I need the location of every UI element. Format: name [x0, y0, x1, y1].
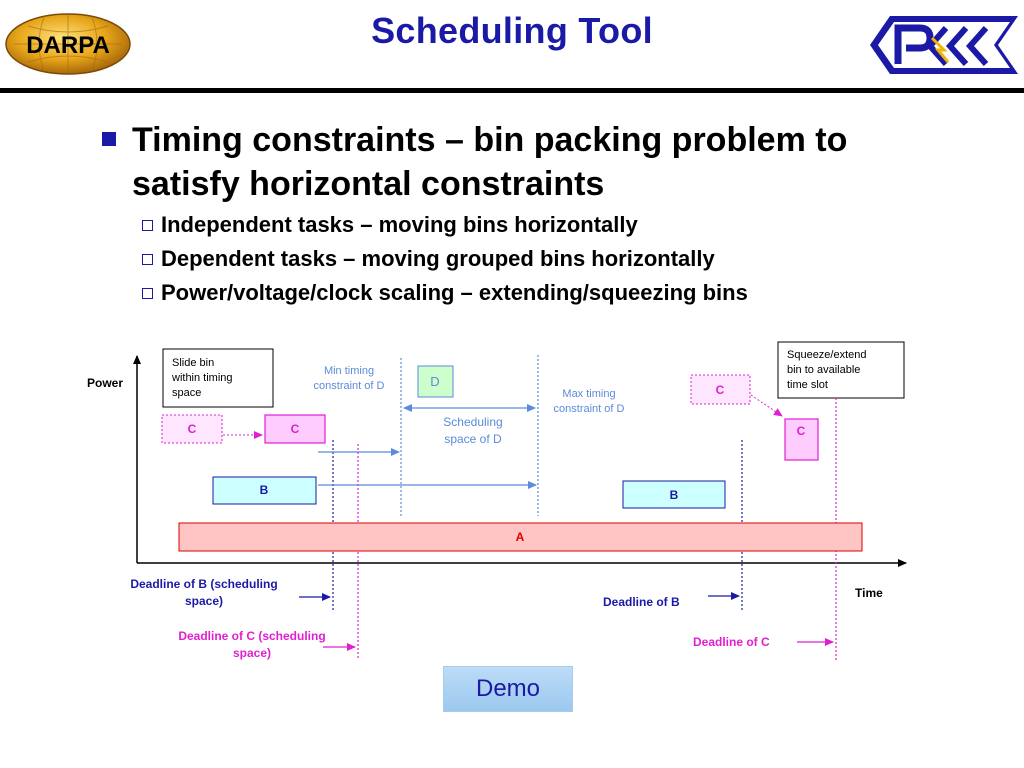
bin-label: C [188, 422, 197, 436]
sub-bullet: Dependent tasks – moving grouped bins ho… [142, 246, 715, 272]
hollow-square-bullet-icon [142, 254, 153, 265]
bin-c-ghost-right: C [690, 374, 751, 405]
pacc-logo [870, 16, 1018, 74]
main-bullet: Timing constraints – bin packing problem… [102, 118, 962, 206]
min-timing-label: Min timing [324, 365, 374, 377]
callout-line: space [172, 387, 201, 399]
bin-label: C [716, 383, 725, 397]
deadline-b-label: Deadline of B [603, 595, 680, 609]
deadline-b-space-label: space) [185, 594, 223, 608]
demo-button[interactable]: Demo [443, 666, 573, 712]
callout-line: time slot [787, 379, 828, 391]
slide-title: Scheduling Tool [371, 10, 653, 51]
squeeze-bin-callout: Squeeze/extend bin to available time slo… [777, 341, 905, 399]
bin-label: B [670, 488, 679, 502]
hollow-square-bullet-icon [142, 288, 153, 299]
sub-bullet: Power/voltage/clock scaling – extending/… [142, 280, 748, 306]
callout-line: within timing [171, 372, 233, 384]
bin-a: A [178, 522, 863, 552]
deadline-c-space-label: space) [233, 646, 271, 660]
bin-b-right: B [622, 480, 726, 509]
deadline-c-label: Deadline of C [693, 635, 770, 649]
scheduling-space-label: space of D [444, 432, 502, 446]
scheduling-space-label: Scheduling [443, 415, 502, 429]
sub-bullet-text: Power/voltage/clock scaling – extending/… [161, 280, 748, 305]
callout-line: bin to available [787, 364, 860, 376]
callout-line: Slide bin [172, 357, 214, 369]
y-axis-label: Power [87, 376, 123, 390]
sub-bullet: Independent tasks – moving bins horizont… [142, 212, 638, 238]
deadline-b-space-label: Deadline of B (scheduling [130, 577, 277, 591]
title-divider [0, 88, 1024, 93]
bin-label: B [260, 483, 269, 497]
sub-bullet-text: Independent tasks – moving bins horizont… [161, 212, 638, 237]
callout-line: Squeeze/extend [787, 349, 867, 361]
deadline-c-space-label: Deadline of C (scheduling [178, 629, 325, 643]
sub-bullet-text: Dependent tasks – moving grouped bins ho… [161, 246, 715, 271]
bin-c-left: C [264, 414, 326, 444]
main-bullet-text: Timing constraints – bin packing problem… [132, 121, 848, 203]
x-axis-label: Time [855, 586, 883, 600]
bin-c-right: C [784, 418, 819, 461]
max-timing-label: Max timing [562, 388, 615, 400]
bin-c-ghost-left: C [161, 414, 223, 444]
slide-bin-callout: Slide bin within timing space [162, 348, 274, 408]
min-timing-label: constraint of D [314, 380, 385, 392]
bin-d: D [417, 365, 454, 398]
square-bullet-icon [102, 132, 116, 146]
max-timing-label: constraint of D [554, 403, 625, 415]
bin-label: D [430, 374, 439, 389]
darpa-logo-text: DARPA [26, 32, 110, 59]
c-squeeze-arrow [750, 394, 783, 417]
darpa-logo: DARPA [5, 13, 131, 75]
bin-label: A [516, 530, 525, 544]
hollow-square-bullet-icon [142, 220, 153, 231]
bin-label: C [797, 424, 806, 438]
bin-b-left: B [212, 476, 317, 505]
bin-label: C [291, 422, 300, 436]
